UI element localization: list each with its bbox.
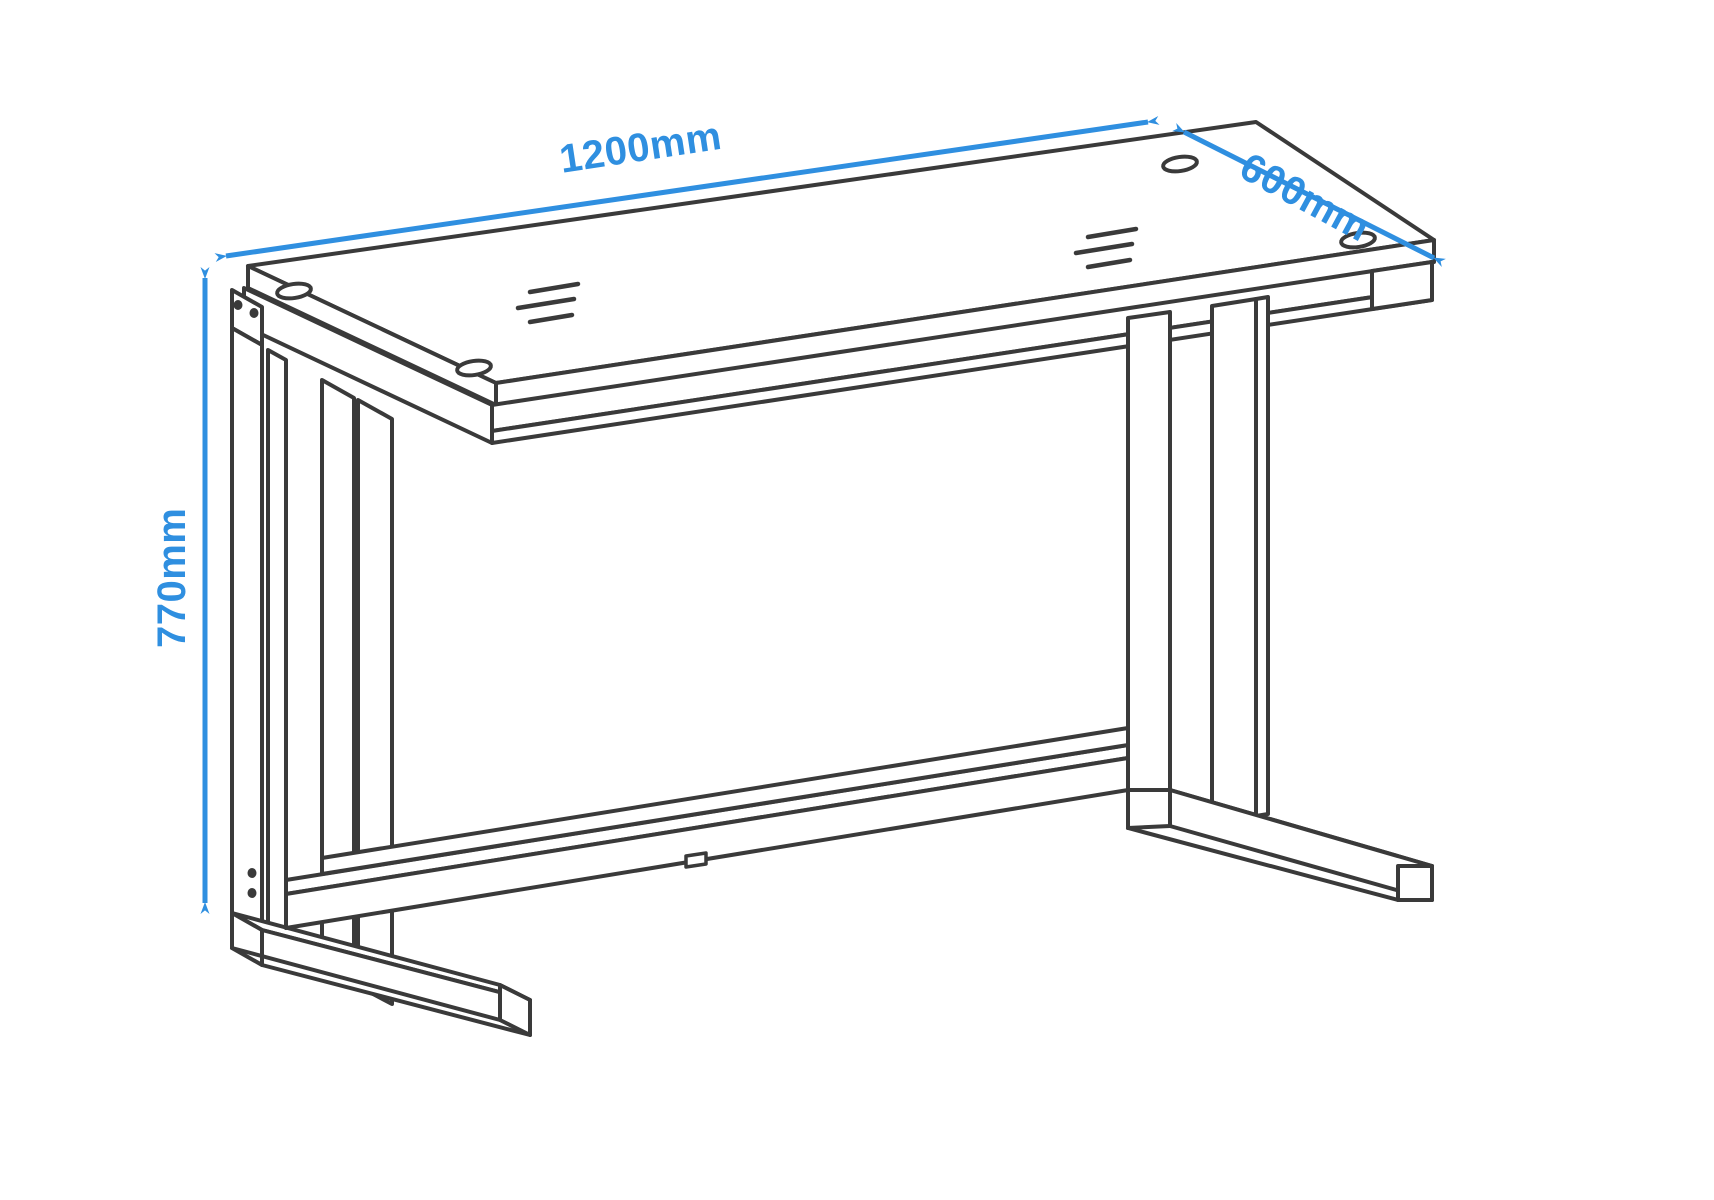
grommet-hole-icon <box>275 281 313 301</box>
right-foot-back-edge <box>1126 826 1400 902</box>
left-leg-rear-post <box>230 326 264 932</box>
dimension-line-width <box>214 115 1160 263</box>
right-end-bracket <box>1370 260 1434 311</box>
stretcher-bracket-tab <box>684 851 708 869</box>
hatch-line <box>527 281 581 295</box>
screw-dot-icon <box>247 868 257 878</box>
left-foot-back-edge <box>230 946 502 1022</box>
stretcher-upper-rail <box>320 726 1130 876</box>
right-foot-left-face <box>1126 788 1172 830</box>
right-leg-front-post <box>1210 297 1258 826</box>
left-foot-tip-cap <box>498 983 532 1037</box>
hatch-group-left <box>515 281 581 325</box>
hatch-line <box>515 296 577 311</box>
right-foot-tip-cap <box>1396 864 1434 902</box>
right-leg-rear-post <box>1126 310 1172 799</box>
dimension-width <box>214 115 1160 263</box>
hatch-line <box>527 312 575 325</box>
right-foot-front-face <box>1168 788 1434 902</box>
screw-dot-icon <box>233 300 243 310</box>
right-leg-assembly <box>1126 295 1434 902</box>
left-leg-rear-post-inner <box>266 348 288 940</box>
right-bracket-face <box>1370 260 1434 311</box>
desktop-support-rail <box>242 260 1434 445</box>
grommet-hole-icon <box>455 358 493 378</box>
stretcher-front-face <box>284 756 1130 930</box>
stretcher-beam <box>284 726 1130 930</box>
dimension-depth <box>1172 123 1446 267</box>
screw-dot-icon <box>249 308 259 318</box>
screw-dot-icon <box>247 888 257 898</box>
left-bracket-screw-dots <box>233 300 259 318</box>
stretcher-center-bracket <box>684 851 708 869</box>
right-leg-front-post-inner <box>1254 295 1270 818</box>
left-leg-base-screw-dots <box>247 868 257 898</box>
dimension-label-height: 770mm <box>150 507 194 648</box>
dimension-line-depth <box>1172 123 1446 267</box>
